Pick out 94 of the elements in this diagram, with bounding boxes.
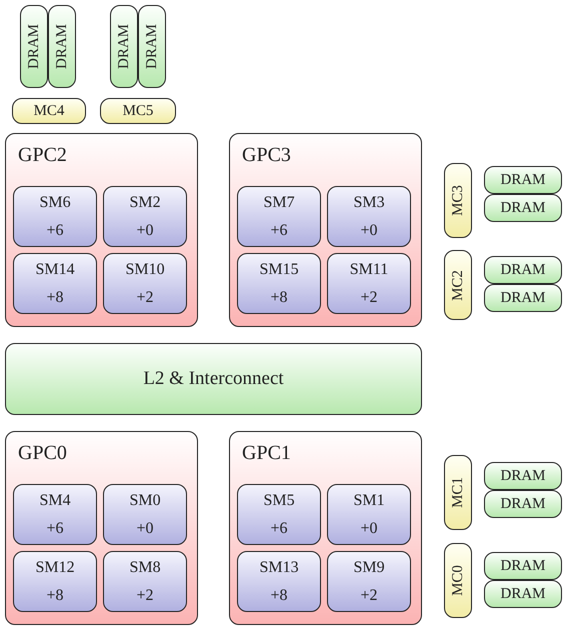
sm-box [13, 551, 97, 612]
sm-box [103, 253, 187, 314]
box-label: DRAM [500, 200, 546, 216]
box-label: SM7 [263, 192, 295, 212]
box-label: SM13 [259, 558, 299, 578]
offset-label: +8 [46, 586, 64, 606]
dram-box [138, 5, 166, 88]
dram-box [484, 552, 562, 580]
sm-box [13, 484, 97, 545]
sm-box [103, 551, 187, 612]
gpc-box [229, 431, 422, 625]
dram-box [484, 284, 562, 312]
interconnect-box [5, 343, 422, 415]
sm-box [13, 253, 97, 314]
offset-label: +0 [360, 220, 378, 240]
box-label: SM12 [35, 558, 75, 578]
box-label: SM4 [39, 490, 71, 510]
box-label: SM11 [350, 260, 388, 280]
sm-box [103, 186, 187, 247]
dram-box [484, 166, 562, 194]
dram-box [484, 194, 562, 222]
offset-label: +2 [360, 288, 378, 308]
box-label: DRAM [500, 290, 546, 306]
box-label: DRAM [144, 24, 160, 69]
sm-box [237, 186, 321, 247]
sm-box [13, 186, 97, 247]
offset-label: +2 [136, 288, 154, 308]
box-label: SM2 [129, 192, 161, 212]
box-label: DRAM [116, 24, 132, 69]
dram-box [484, 580, 562, 608]
box-label: DRAM [54, 24, 70, 69]
offset-label: +6 [46, 518, 64, 538]
gpc-heading: GPC1 [242, 442, 291, 465]
offset-label: +8 [46, 288, 64, 308]
offset-label: +8 [270, 586, 288, 606]
dram-box [484, 490, 562, 518]
gpc-box [5, 133, 198, 327]
gpc-heading: GPC2 [18, 144, 67, 167]
offset-label: +2 [136, 586, 154, 606]
sm-box [237, 253, 321, 314]
box-label: SM3 [353, 192, 385, 212]
box-label: DRAM [500, 262, 546, 278]
memory-controller-box [444, 455, 472, 530]
memory-controller-box [100, 98, 176, 124]
sm-box [327, 186, 411, 247]
memory-controller-box [444, 543, 472, 618]
offset-label: +0 [136, 518, 154, 538]
box-label: SM5 [263, 490, 295, 510]
gpc-heading: GPC3 [242, 144, 291, 167]
gpc-heading: GPC0 [18, 442, 67, 465]
sm-box [237, 551, 321, 612]
offset-label: +6 [46, 220, 64, 240]
box-label: SM1 [353, 490, 385, 510]
box-label: DRAM [500, 468, 546, 484]
offset-label: +0 [360, 518, 378, 538]
gpc-box [5, 431, 198, 625]
box-label: MC3 [450, 185, 466, 216]
box-label: MC2 [450, 270, 466, 300]
box-label: MC1 [450, 477, 466, 508]
offset-label: +8 [270, 288, 288, 308]
box-label: DRAM [500, 586, 546, 602]
box-label: DRAM [500, 496, 546, 512]
sm-box [327, 253, 411, 314]
box-label: SM0 [129, 490, 161, 510]
box-label: SM15 [259, 260, 299, 280]
box-label: DRAM [26, 24, 42, 69]
offset-label: +2 [360, 586, 378, 606]
offset-label: +6 [270, 518, 288, 538]
box-label: SM10 [125, 260, 165, 280]
box-label: SM6 [39, 192, 71, 212]
sm-box [327, 484, 411, 545]
box-label: SM9 [353, 558, 385, 578]
memory-controller-box [444, 163, 472, 238]
box-label: SM14 [35, 260, 75, 280]
box-label: MC5 [122, 102, 154, 120]
sm-box [237, 484, 321, 545]
memory-controller-box [12, 98, 86, 124]
box-label: SM8 [129, 558, 161, 578]
box-label: MC4 [34, 102, 64, 120]
box-label: L2 & Interconnect [143, 368, 284, 390]
sm-box [327, 551, 411, 612]
memory-controller-box [444, 250, 472, 320]
dram-box [484, 462, 562, 490]
box-label: DRAM [500, 172, 546, 188]
offset-label: +6 [270, 220, 288, 240]
dram-box [48, 5, 76, 88]
dram-box [20, 5, 48, 88]
dram-box [484, 256, 562, 284]
box-label: MC0 [450, 565, 466, 596]
offset-label: +0 [136, 220, 154, 240]
box-label: DRAM [500, 558, 546, 574]
sm-box [103, 484, 187, 545]
dram-box [110, 5, 138, 88]
gpc-box [229, 133, 422, 327]
